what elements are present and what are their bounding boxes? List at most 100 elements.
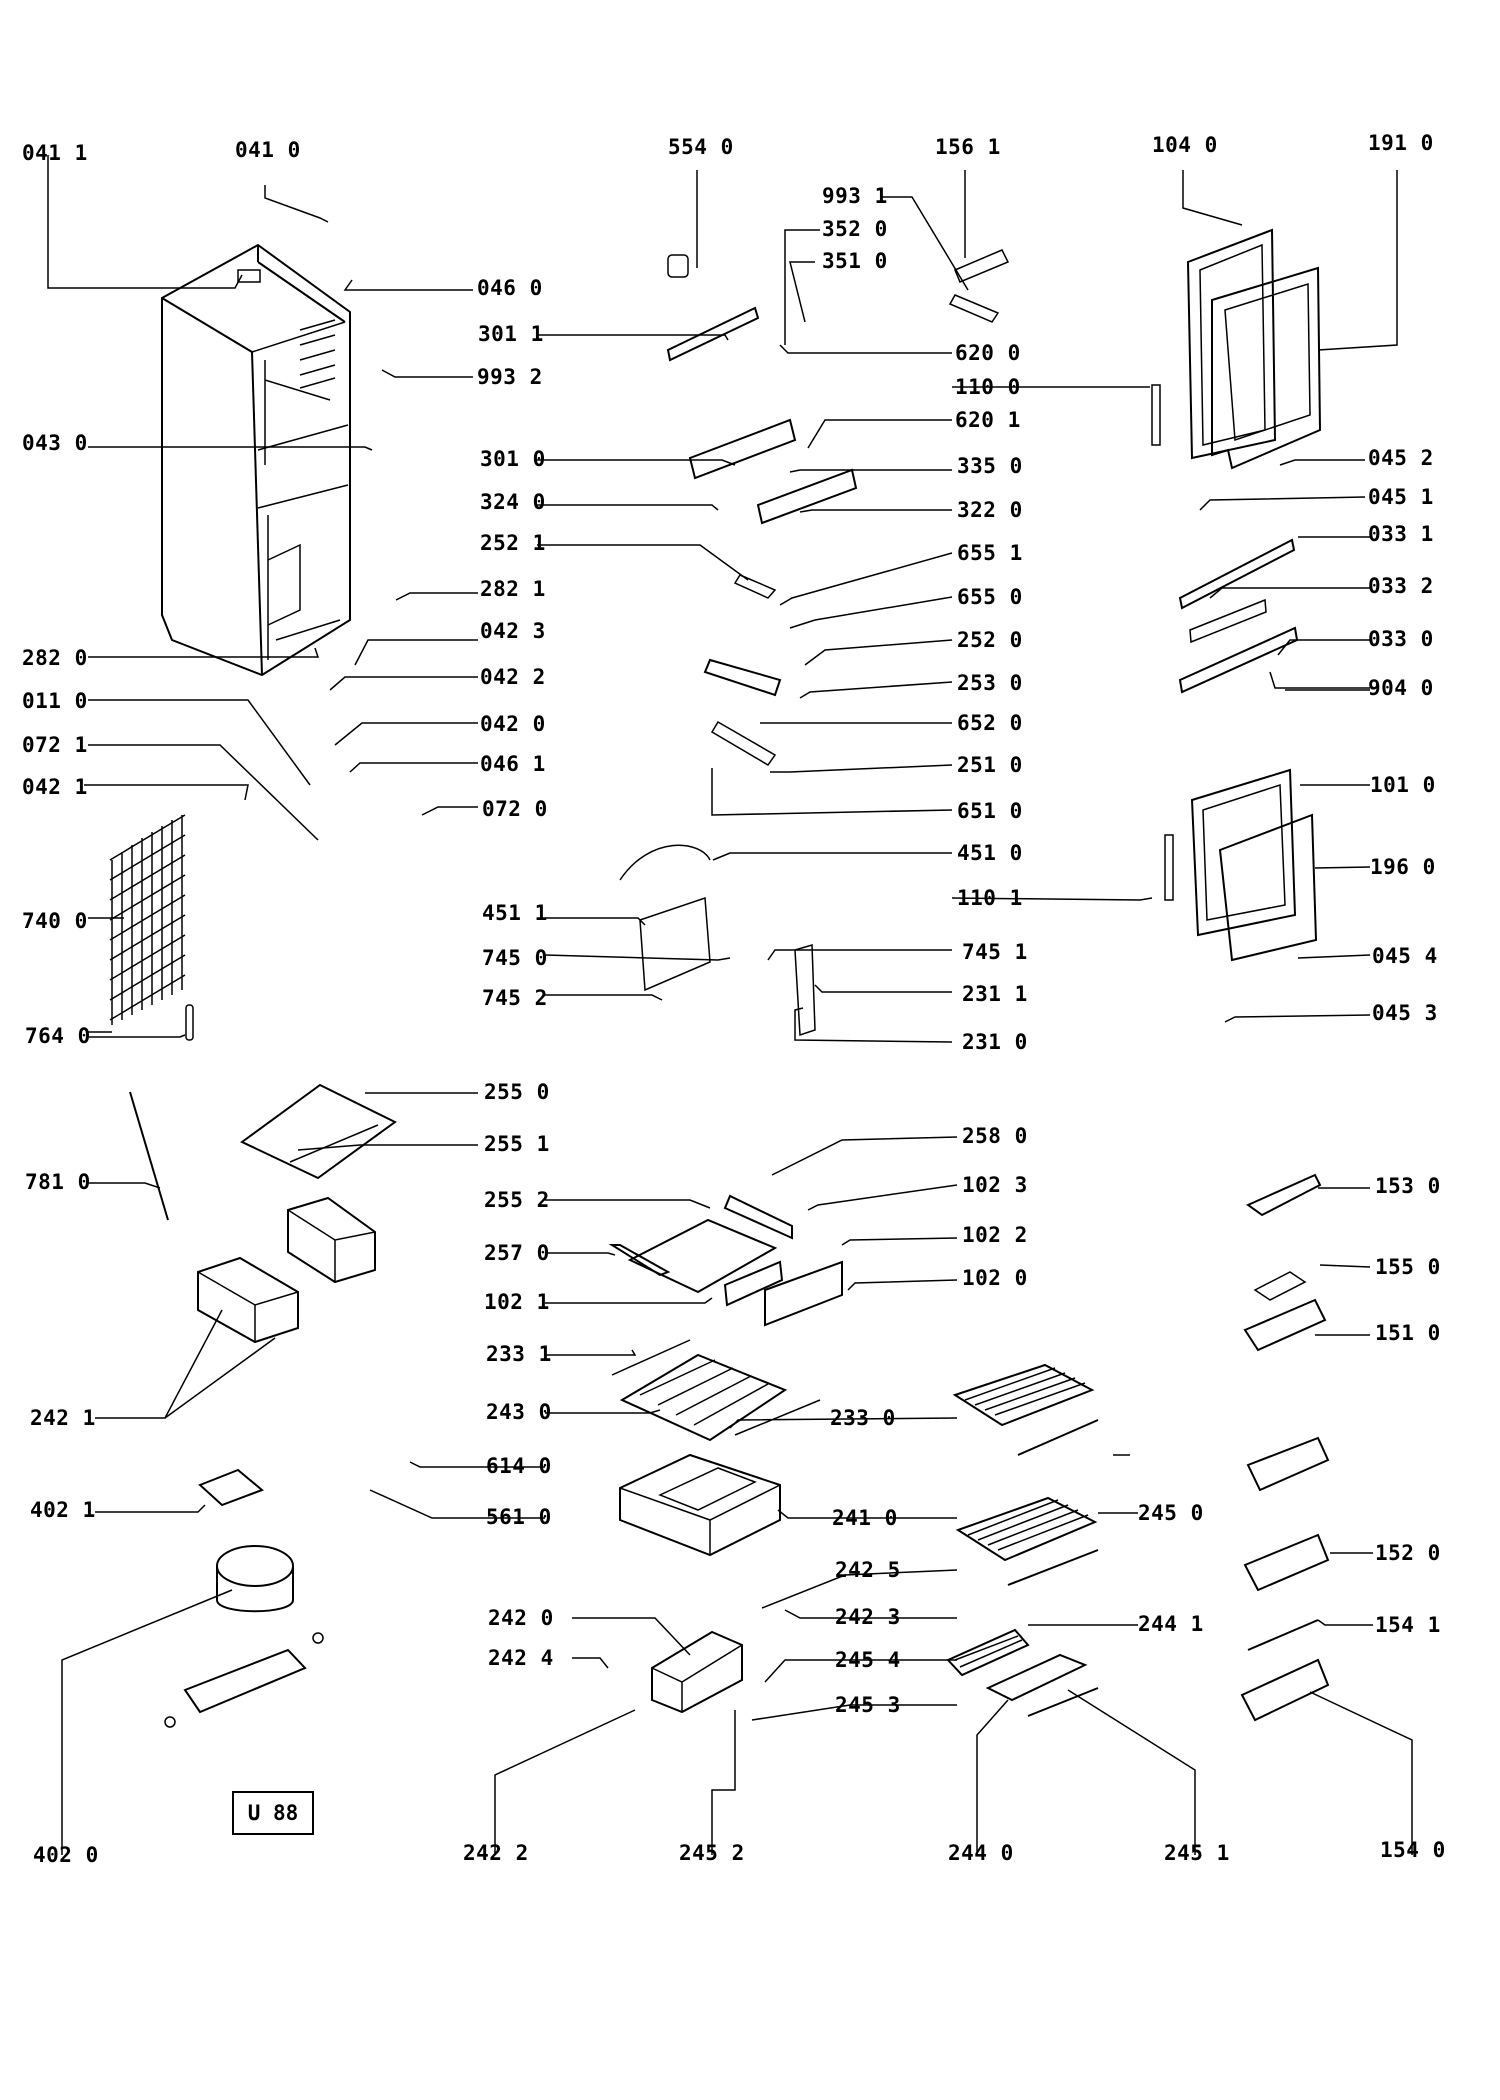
part-label: 255 1	[484, 1132, 550, 1156]
part-label: 243 0	[486, 1400, 552, 1424]
part-label: 255 2	[484, 1188, 550, 1212]
part-label: 045 4	[1372, 944, 1438, 968]
compressor-illustration	[164, 1468, 324, 1728]
part-label: 196 0	[1370, 855, 1436, 879]
part-label: 245 2	[679, 1841, 745, 1865]
part-label: 242 4	[488, 1646, 554, 1670]
part-label: 042 0	[480, 712, 546, 736]
part-label: 041 0	[235, 138, 301, 162]
upper-door-illustration	[1151, 228, 1322, 470]
part-label: 233 0	[830, 1406, 896, 1430]
freezer-shelf-illustration	[608, 1194, 843, 1327]
part-label: 155 0	[1375, 1255, 1441, 1279]
part-label: 045 1	[1368, 485, 1434, 509]
part-label: 102 2	[962, 1223, 1028, 1247]
part-label: 042 3	[480, 619, 546, 643]
glass-shelf-illustration	[240, 1083, 397, 1180]
part-label: 231 1	[962, 982, 1028, 1006]
part-label: 231 0	[962, 1030, 1028, 1054]
part-label: 156 1	[935, 135, 1001, 159]
freezer-drawer-illustration	[619, 1453, 781, 1714]
part-label: 042 2	[480, 665, 546, 689]
part-label: 745 0	[482, 946, 548, 970]
part-label: 620 1	[955, 408, 1021, 432]
part-label: 251 0	[957, 753, 1023, 777]
part-label: 244 0	[948, 1841, 1014, 1865]
part-label: 352 0	[822, 217, 888, 241]
part-label: 282 0	[22, 646, 88, 670]
part-label: 740 0	[22, 909, 88, 933]
part-label: 252 1	[480, 531, 546, 555]
part-label: 154 0	[1380, 1838, 1446, 1862]
part-label: 242 3	[835, 1605, 901, 1629]
part-label: 046 1	[480, 752, 546, 776]
lower-door-illustration	[1164, 768, 1318, 962]
part-label: 242 1	[30, 1406, 96, 1430]
part-label: 745 2	[482, 986, 548, 1010]
part-label: 781 0	[25, 1170, 91, 1194]
part-label: 153 0	[1375, 1174, 1441, 1198]
part-label: 904 0	[1368, 676, 1434, 700]
part-label: 282 1	[480, 577, 546, 601]
part-label: 245 1	[1164, 1841, 1230, 1865]
part-label: 244 1	[1138, 1612, 1204, 1636]
part-label: 245 3	[835, 1693, 901, 1717]
part-label: 045 3	[1372, 1001, 1438, 1025]
part-label: 245 4	[835, 1648, 901, 1672]
part-label: 241 0	[832, 1506, 898, 1530]
part-label: 620 0	[955, 341, 1021, 365]
part-label: 993 2	[477, 365, 543, 389]
part-label: 335 0	[957, 454, 1023, 478]
part-label: 253 0	[957, 671, 1023, 695]
wire-basket-illustration	[611, 1339, 821, 1442]
condenser-illustration	[109, 814, 194, 1041]
part-label: 745 1	[962, 940, 1028, 964]
part-label: 252 0	[957, 628, 1023, 652]
part-label: 043 0	[22, 431, 88, 455]
reference-code-box: U 88	[232, 1791, 314, 1835]
part-label: 045 2	[1368, 446, 1434, 470]
part-label: 101 0	[1370, 773, 1436, 797]
part-label: 993 1	[822, 184, 888, 208]
part-label: 322 0	[957, 498, 1023, 522]
part-label: 151 0	[1375, 1321, 1441, 1345]
part-label: 451 1	[482, 901, 548, 925]
part-label: 152 0	[1375, 1541, 1441, 1565]
part-label: 651 0	[957, 799, 1023, 823]
cabinet-illustration	[161, 243, 351, 677]
part-label: 652 0	[957, 711, 1023, 735]
part-label: 255 0	[484, 1080, 550, 1104]
crisper-drawers-illustration	[197, 1196, 376, 1344]
part-label: 233 1	[486, 1342, 552, 1366]
part-label: 102 3	[962, 1173, 1028, 1197]
tube-illustration	[129, 1091, 169, 1221]
part-label: 102 1	[484, 1290, 550, 1314]
part-label: 242 2	[463, 1841, 529, 1865]
wire-shelves-illustration	[946, 1363, 1099, 1717]
part-label: 072 0	[482, 797, 548, 821]
part-label: 011 0	[22, 689, 88, 713]
part-label: 258 0	[962, 1124, 1028, 1148]
part-label: 242 5	[835, 1558, 901, 1582]
part-label: 324 0	[480, 490, 546, 514]
control-panel-illustration	[619, 249, 1010, 1037]
part-label: 104 0	[1152, 133, 1218, 157]
part-label: 033 0	[1368, 627, 1434, 651]
part-label: 351 0	[822, 249, 888, 273]
part-label: 554 0	[668, 135, 734, 159]
part-label: 041 1	[22, 141, 88, 165]
part-label: 154 1	[1375, 1613, 1441, 1637]
part-label: 655 0	[957, 585, 1023, 609]
part-label: 033 1	[1368, 522, 1434, 546]
part-label: 614 0	[486, 1454, 552, 1478]
part-label: 033 2	[1368, 574, 1434, 598]
part-label: 301 0	[480, 447, 546, 471]
part-label: 191 0	[1368, 131, 1434, 155]
part-label: 102 0	[962, 1266, 1028, 1290]
part-label: 655 1	[957, 541, 1023, 565]
part-label: 046 0	[477, 276, 543, 300]
part-label: 561 0	[486, 1505, 552, 1529]
door-bins-illustration	[1240, 1173, 1330, 1722]
part-label: 402 0	[33, 1843, 99, 1867]
